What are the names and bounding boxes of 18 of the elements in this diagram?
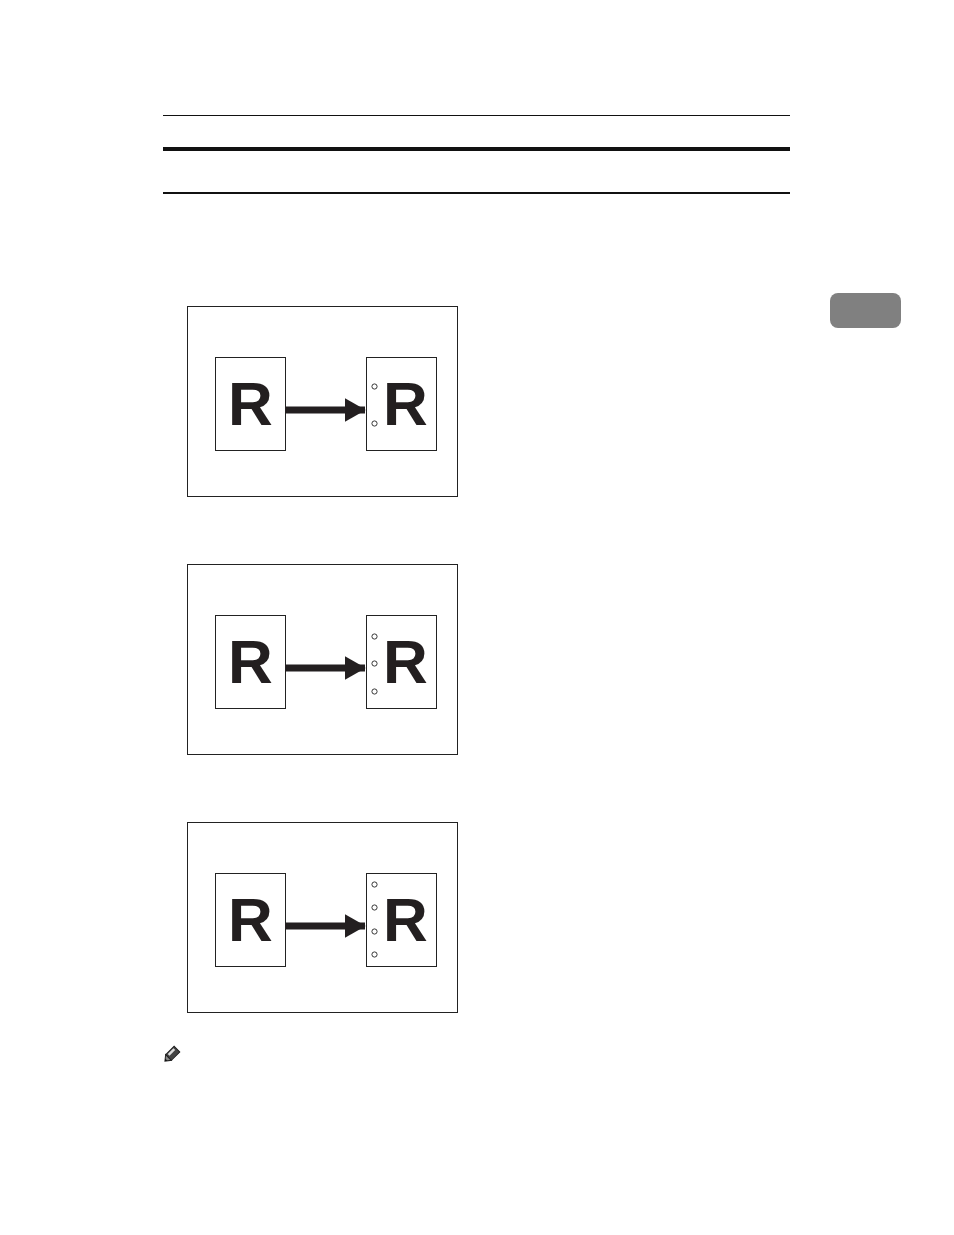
punched-page (366, 873, 437, 967)
page-letter: R (228, 889, 273, 951)
arrow (285, 656, 366, 680)
arrow (285, 398, 366, 422)
illustration-panel (187, 822, 458, 1013)
page-letter: R (228, 373, 273, 435)
arrow (285, 914, 366, 938)
illustration-panel (187, 306, 458, 497)
page-letter: R (383, 631, 428, 693)
original-page (215, 615, 286, 709)
punched-page (366, 615, 437, 709)
page-letter: R (228, 631, 273, 693)
page-letter: R (383, 373, 428, 435)
illustration-panel (187, 564, 458, 755)
original-page (215, 357, 286, 451)
punched-page (366, 357, 437, 451)
page-letter: R (383, 889, 428, 951)
original-page (215, 873, 286, 967)
